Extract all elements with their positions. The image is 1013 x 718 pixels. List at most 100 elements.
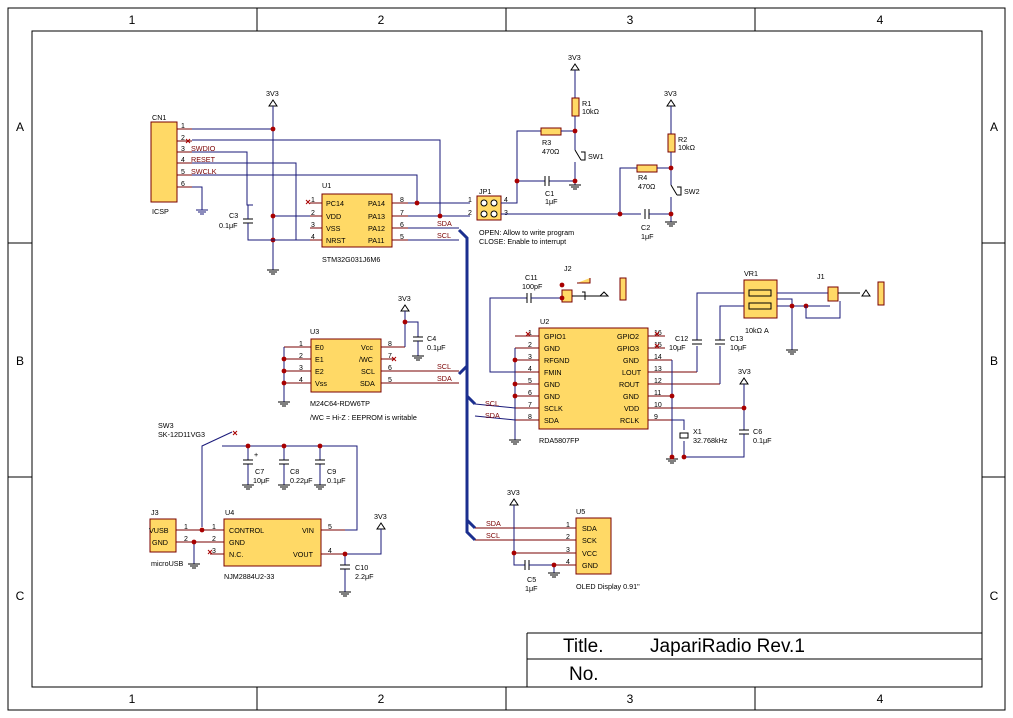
col-label: 1: [129, 13, 136, 27]
junction-dot: [414, 200, 420, 206]
pin-label: Vss: [315, 379, 327, 388]
net-label: SCL: [437, 362, 451, 371]
pin-label: GND: [544, 344, 560, 353]
pin-number: 4: [328, 548, 332, 555]
component-ref: C12: [675, 334, 688, 343]
vr1-volume-pot[interactable]: VR1 10kΩ A C12 10μF C13 10μF J1: [669, 269, 885, 384]
component-value: 10μF: [730, 343, 747, 352]
net-label: SCL: [486, 531, 500, 540]
pin-label: GND: [623, 356, 639, 365]
junction-dot: [402, 319, 408, 325]
pin-label: RFGND: [544, 356, 570, 365]
pin-label: SCLK: [544, 404, 563, 413]
col-label: 4: [877, 13, 884, 27]
c4-capacitor: 3V3 C4 0.1μF: [398, 294, 446, 361]
pin-number: 8: [400, 197, 404, 204]
pin-label: SCL: [361, 367, 375, 376]
r4-resistor: [636, 164, 658, 173]
junction-dot: [572, 128, 578, 134]
component-ref: C7: [255, 467, 264, 476]
pin-label: VOUT: [293, 550, 314, 559]
component-ref: VR1: [744, 269, 758, 278]
junction-dot: [245, 443, 251, 449]
column-labels-bottom: 1 2 3 4: [129, 692, 884, 706]
component-ref: C13: [730, 334, 743, 343]
pin-number: 1: [212, 524, 216, 531]
pin-number: 1: [528, 330, 532, 337]
junction-dot: [512, 393, 518, 399]
sw2-switch[interactable]: [670, 184, 682, 196]
junction-dot: [281, 380, 287, 386]
row-label: B: [990, 354, 998, 368]
pin-label: PA12: [368, 224, 385, 233]
pin-label: PC14: [326, 199, 344, 208]
u1-body: [321, 193, 393, 248]
pin-label: VDD: [624, 404, 639, 413]
pin-number: 14: [654, 354, 662, 361]
title-block: Title. JapariRadio Rev.1 No.: [526, 632, 982, 687]
junction-dot: [669, 454, 675, 460]
component-ref: C3: [229, 211, 238, 220]
component-ref: C4: [427, 334, 436, 343]
component-value: 0.1μF: [327, 476, 346, 485]
component-value: 470Ω: [638, 182, 656, 191]
pin-number: 7: [400, 210, 404, 217]
u3-eeprom: U3 E0 E1 E2 Vss Vcc /WC SCL SDA 1 2 3 4 …: [278, 327, 459, 422]
pin-label: NRST: [326, 236, 346, 245]
u2-power-and-crystal: 3V3 C6 0.1μF X1 32.768kHz: [666, 367, 772, 464]
power-label: 3V3: [374, 512, 387, 521]
junction-dot: [551, 562, 557, 568]
pin-number: 5: [181, 169, 185, 176]
junction-dot: [668, 211, 674, 217]
net-label: SDA: [437, 374, 452, 383]
component-ref: X1: [693, 427, 702, 436]
sw3-power-switch[interactable]: SW3 SK-12D11VG3: [158, 421, 358, 531]
pin-number: 1: [184, 524, 188, 531]
component-ref: J1: [817, 272, 825, 281]
col-label: 3: [627, 692, 634, 706]
input-capacitors: + C7 10μF C8 0.22μF C9 0.1μF: [242, 443, 346, 490]
j3-body: [149, 518, 177, 553]
pin-label: GPIO3: [617, 344, 639, 353]
power-label: 3V3: [568, 53, 581, 62]
pin-number: 2: [311, 210, 315, 217]
pin-number: 8: [528, 414, 532, 421]
pin-number: 7: [388, 353, 392, 360]
power-label: 3V3: [398, 294, 411, 303]
sw1-switch[interactable]: [574, 149, 586, 161]
col-label: 1: [129, 692, 136, 706]
component-value: 470Ω: [542, 147, 560, 156]
component-value: 10kΩ: [678, 143, 696, 152]
junction-dot: [437, 213, 443, 219]
component-part: STM32G031J6M6: [322, 255, 380, 264]
jp1-body: [476, 195, 502, 221]
column-labels-top: 1 2 3 4: [129, 13, 884, 27]
j3-microusb: J3 VUSB GND microUSB 1 2: [149, 508, 210, 569]
power-3v3-u1: 3V3: [266, 89, 310, 275]
component-part: RDA5807FP: [539, 436, 580, 445]
pin-label: SCK: [582, 536, 597, 545]
pin-number: 3: [181, 146, 185, 153]
pin-label: CONTROL: [229, 526, 264, 535]
component-ref: C1: [545, 189, 554, 198]
junction-dot: [270, 126, 276, 132]
pin-label: RCLK: [620, 416, 639, 425]
jp1-jumper[interactable]: JP1 1 2 3 4 OPEN: Allow to write program…: [468, 187, 574, 246]
pin-number: 4: [566, 559, 570, 566]
pin-label: E1: [315, 355, 324, 364]
col-label: 2: [378, 692, 385, 706]
component-ref: J3: [151, 508, 159, 517]
junction-dot: [617, 211, 623, 217]
net-label: SWCLK: [191, 167, 217, 176]
r1-resistor: [571, 97, 580, 117]
component-part: OLED Display 0.91": [576, 582, 640, 591]
pin-label: SDA: [360, 379, 375, 388]
component-value: 100pF: [522, 282, 543, 291]
component-value: 2.2μF: [355, 572, 374, 581]
power-label: 3V3: [507, 488, 520, 497]
row-label: B: [16, 354, 24, 368]
pin-number: 12: [654, 378, 662, 385]
pin-label: SDA: [582, 524, 597, 533]
component-ref: R4: [638, 173, 647, 182]
junction-dot: [668, 165, 674, 171]
